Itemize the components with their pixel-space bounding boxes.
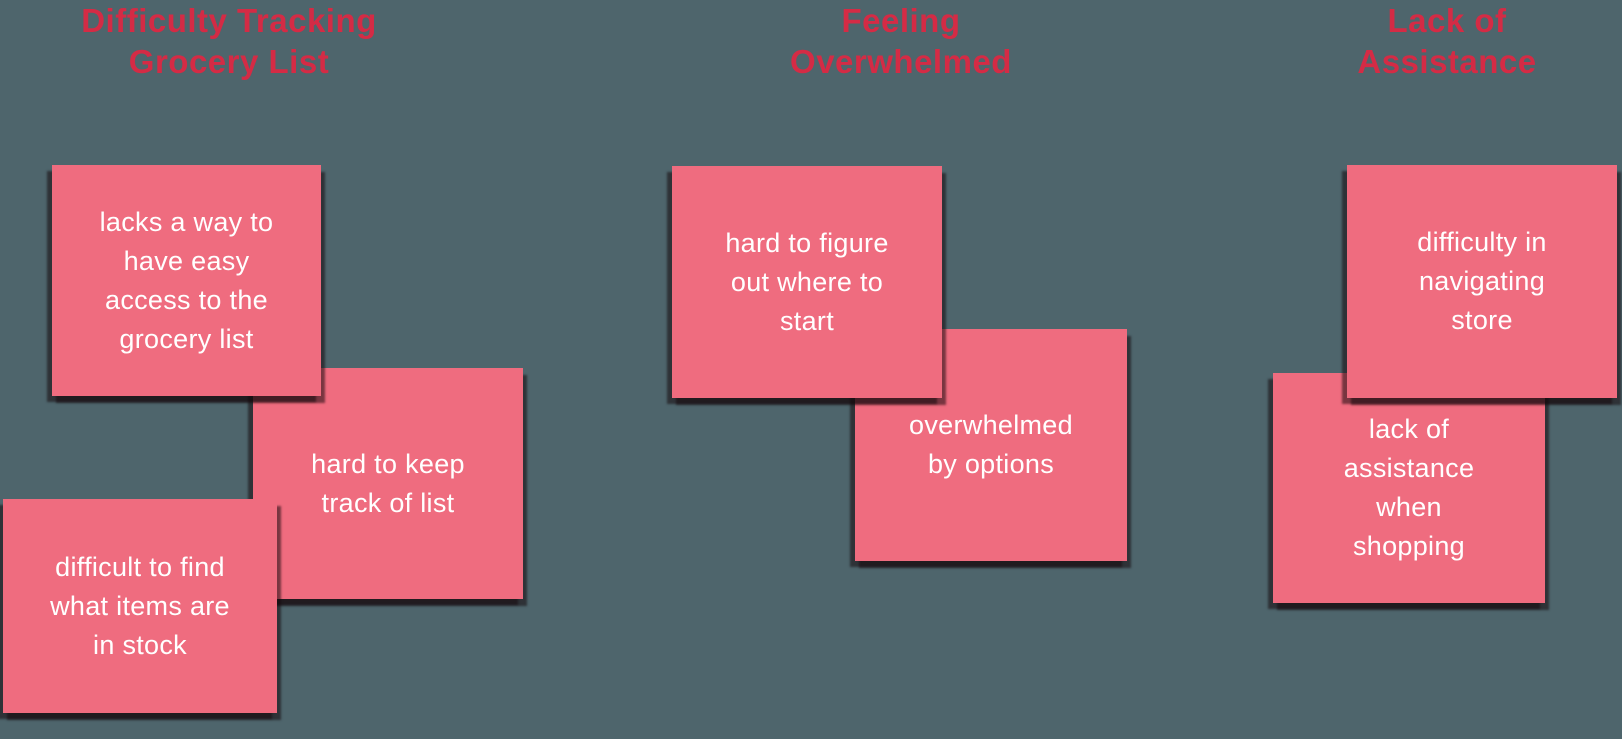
sticky-note-items-in-stock[interactable]: difficult to find what items are in stoc…	[3, 499, 277, 713]
column-header-difficulty-tracking[interactable]: Difficulty Tracking Grocery List	[81, 2, 377, 80]
sticky-note-text: lack of assistance when shopping	[1343, 414, 1475, 561]
sticky-note-text: overwhelmed by options	[909, 410, 1073, 479]
sticky-note-track-of-list[interactable]: hard to keep track of list	[253, 368, 523, 599]
column-header-feeling-overwhelmed[interactable]: Feeling Overwhelmed	[790, 2, 1012, 80]
sticky-note-text: lacks a way to have easy access to the g…	[99, 206, 274, 354]
sticky-note-text: hard to keep track of list	[311, 448, 465, 518]
sticky-note-navigating-store[interactable]: difficulty in navigating store	[1347, 165, 1617, 398]
sticky-note-text: difficulty in navigating store	[1417, 227, 1547, 335]
sticky-note-assistance-shopping[interactable]: lack of assistance when shopping	[1273, 373, 1545, 603]
sticky-note-grocery-list-access[interactable]: lacks a way to have easy access to the g…	[52, 165, 321, 396]
sticky-note-where-to-start[interactable]: hard to figure out where to start	[672, 166, 942, 398]
sticky-note-text: difficult to find what items are in stoc…	[50, 551, 230, 660]
column-header-lack-of-assistance[interactable]: Lack of Assistance	[1357, 2, 1537, 80]
sticky-note-text: hard to figure out where to start	[725, 227, 889, 336]
